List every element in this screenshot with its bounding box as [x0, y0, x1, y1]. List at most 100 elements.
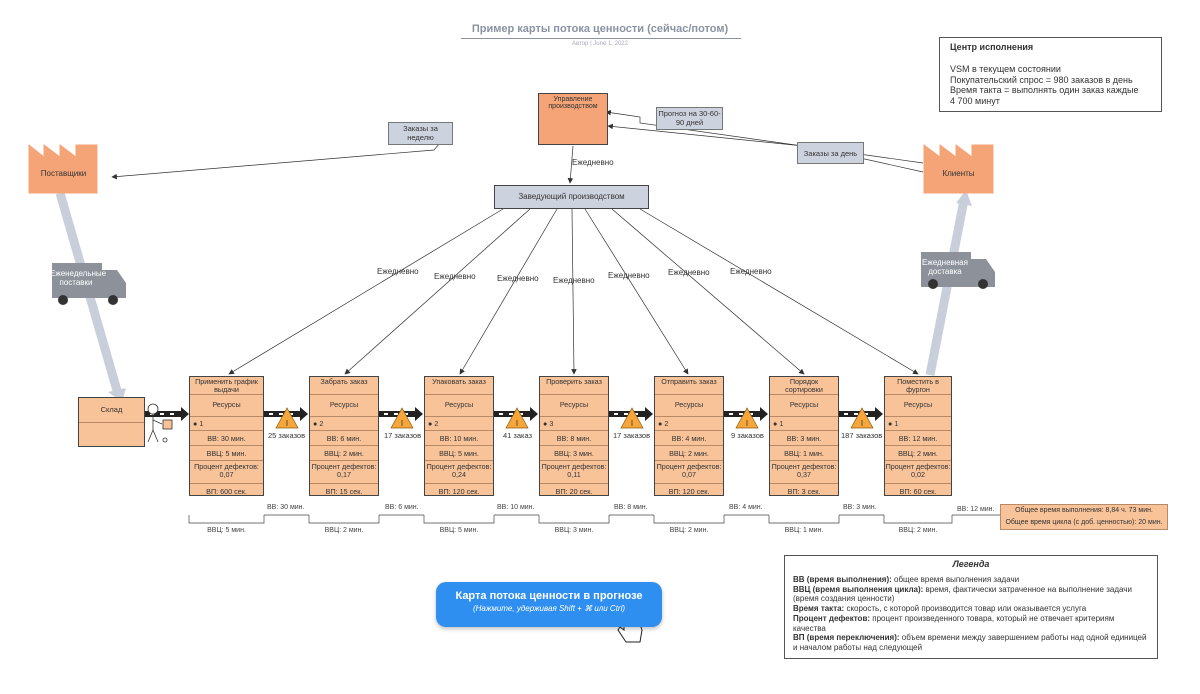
daily-truck-icon — [921, 252, 995, 289]
process-box[interactable]: Забрать заказ Ресурсы ● 2 ВВ: 6 мин. ВВЦ… — [309, 376, 379, 496]
svg-text:I: I — [746, 419, 748, 428]
timeline-vvc: ВВЦ: 5 мин. — [439, 527, 479, 534]
operator-icon: ● — [658, 419, 665, 428]
operator-icon: ● — [428, 419, 435, 428]
daily-label-5: Ежедневно — [608, 271, 650, 280]
daily-label-4: Ежедневно — [553, 276, 595, 285]
timeline-vv: ВВ: 10 мин. — [497, 504, 535, 511]
inventory-triangle-icons — [275, 407, 874, 429]
forecast-note[interactable]: Прогноз на 30-60-90 дней — [656, 107, 723, 130]
legend-item: ВВ (время выполнения): общее время выпол… — [793, 574, 1020, 584]
process-vp: ВП: 15 сек. — [325, 487, 363, 496]
process-operators: ● 2 — [310, 417, 378, 431]
process-resources: Ресурсы — [885, 395, 951, 417]
future-state-hint: (Нажмите, удерживая Shift + ⌘ или Ctrl) — [472, 604, 626, 613]
warehouse-box[interactable]: Склад — [78, 397, 145, 447]
total-cycle-time: Общее время цикла (с доб. ценностью): 20… — [1005, 519, 1163, 526]
process-defects: Процент дефектов: 0,07 — [190, 461, 263, 484]
timeline-vv: ВВ: 3 мин. — [843, 504, 877, 511]
page-title: Пример карты потока ценности (сейчас/пот… — [471, 23, 729, 35]
future-state-button[interactable]: Карта потока ценности в прогнозе (Нажмит… — [436, 582, 662, 627]
process-vvc: ВВЦ: 3 мин. — [540, 446, 608, 461]
page-subtitle: Автор | June 1, 2022 — [571, 41, 628, 47]
process-vv: ВВ: 12 мин. — [885, 431, 951, 446]
svg-text:I: I — [861, 419, 863, 428]
daily-delivery-label: Ежедневная доставка — [922, 258, 968, 276]
daily-label-2: Ежедневно — [434, 272, 476, 281]
process-resources: Ресурсы — [770, 395, 838, 417]
suppliers-label: Поставщики — [40, 169, 87, 178]
daily-label-3: Ежедневно — [497, 274, 539, 283]
process-box[interactable]: Поместить в фургон Ресурсы ● 1 ВВ: 12 ми… — [884, 376, 952, 496]
weekly-orders-note[interactable]: Заказы за неделю — [388, 122, 453, 145]
svg-text:I: I — [631, 419, 633, 428]
process-operators: ● 1 — [190, 417, 263, 431]
suppliers-factory-icon — [28, 143, 98, 194]
timeline-vv: ВВ: 8 мин. — [614, 504, 648, 511]
process-vvc: ВВЦ: 5 мин. — [190, 446, 263, 461]
process-vv: ВВ: 10 мин. — [425, 431, 493, 446]
process-vv: ВВ: 8 мин. — [540, 431, 608, 446]
process-resources: Ресурсы — [655, 395, 723, 417]
execution-line: Покупательский спрос = 980 заказов в ден… — [950, 74, 1133, 85]
process-name: Поместить в фургон — [885, 377, 951, 395]
timeline-vv: ВВ: 12 мин. — [957, 506, 995, 513]
supervisor-box[interactable]: Заведующий производством — [494, 185, 649, 209]
process-box[interactable]: Порядок сортировки Ресурсы ● 1 ВВ: 3 мин… — [769, 376, 839, 496]
legend-heading: Легенда — [952, 559, 990, 569]
production-control-box[interactable]: Управление производством — [538, 93, 608, 145]
execution-line: VSM в текущем состоянии — [950, 63, 1061, 74]
title-underline — [461, 38, 741, 39]
legend-item: Процент дефектов: процент произведенного… — [793, 613, 1115, 633]
process-defects: Процент дефектов: 0,02 — [885, 461, 951, 484]
process-vv: ВВ: 4 мин. — [655, 431, 723, 446]
timeline-vvc: ВВЦ: 5 мин. — [207, 527, 246, 534]
supervisor-daily-label: Ежедневно — [572, 158, 614, 167]
process-defects: Процент дефектов: 0,11 — [540, 461, 608, 484]
execution-line: Время такта = выполнять один заказ кажды… — [950, 85, 1139, 96]
process-vp: ВП: 20 сек. — [555, 487, 593, 496]
process-vvc: ВВЦ: 1 мин. — [770, 446, 838, 461]
inventory-label: 17 заказов — [384, 431, 422, 440]
process-resources: Ресурсы — [540, 395, 608, 417]
timeline-vvc: ВВЦ: 2 мин. — [898, 527, 938, 534]
customers-label: Клиенты — [942, 169, 975, 178]
timeline-vvc: ВВЦ: 1 мин. — [784, 527, 824, 534]
process-box[interactable]: Применить график выдачи Ресурсы ● 1 ВВ: … — [189, 376, 264, 496]
operator-icon: ● — [543, 419, 550, 428]
process-box[interactable]: Упаковать заказ Ресурсы ● 2 ВВ: 10 мин. … — [424, 376, 494, 496]
timeline-vvc: ВВЦ: 2 мин. — [324, 527, 364, 534]
process-name: Забрать заказ — [310, 377, 378, 395]
weekly-delivery-label: Еженедельные поставки — [50, 269, 107, 287]
warehouse-label: Склад — [79, 398, 144, 423]
svg-text:I: I — [401, 419, 403, 428]
process-operators: ● 3 — [540, 417, 608, 431]
weekly-truck-icon — [52, 263, 126, 305]
legend-item: Время такта: скорость, с которой произво… — [793, 604, 1087, 614]
process-operators: ● 2 — [425, 417, 493, 431]
operator-icon: ● — [193, 419, 200, 428]
operator-icon: ● — [888, 419, 895, 428]
operator-icon: ● — [313, 419, 320, 428]
process-resources: Ресурсы — [310, 395, 378, 417]
process-box[interactable]: Проверить заказ Ресурсы ● 3 ВВ: 8 мин. В… — [539, 376, 609, 496]
process-operators: ● 1 — [885, 417, 951, 431]
process-name: Применить график выдачи — [190, 377, 263, 395]
process-name: Порядок сортировки — [770, 377, 838, 395]
process-defects: Процент дефектов: 0,37 — [770, 461, 838, 484]
daily-label-1: Ежедневно — [377, 267, 419, 276]
customer-shipping-arrow — [925, 199, 969, 376]
execution-line: 4 700 минут — [950, 96, 1000, 107]
process-box[interactable]: Отправить заказ Ресурсы ● 2 ВВ: 4 мин. В… — [654, 376, 724, 496]
timeline-vv: ВВ: 4 мин. — [729, 504, 763, 511]
timeline-vv: ВВ: 6 мин. — [385, 504, 419, 511]
svg-text:I: I — [516, 419, 518, 428]
inventory-label: 17 заказов — [613, 431, 651, 440]
customers-factory-icon — [923, 144, 994, 194]
svg-text:I: I — [286, 419, 288, 428]
timeline-vv: ВВ: 30 мин. — [267, 504, 305, 511]
process-name: Упаковать заказ — [425, 377, 493, 395]
daily-orders-note[interactable]: Заказы за день — [797, 142, 864, 164]
total-lead-time: Общее время выполнения: 8,84 ч. 73 мин. — [1015, 507, 1153, 514]
